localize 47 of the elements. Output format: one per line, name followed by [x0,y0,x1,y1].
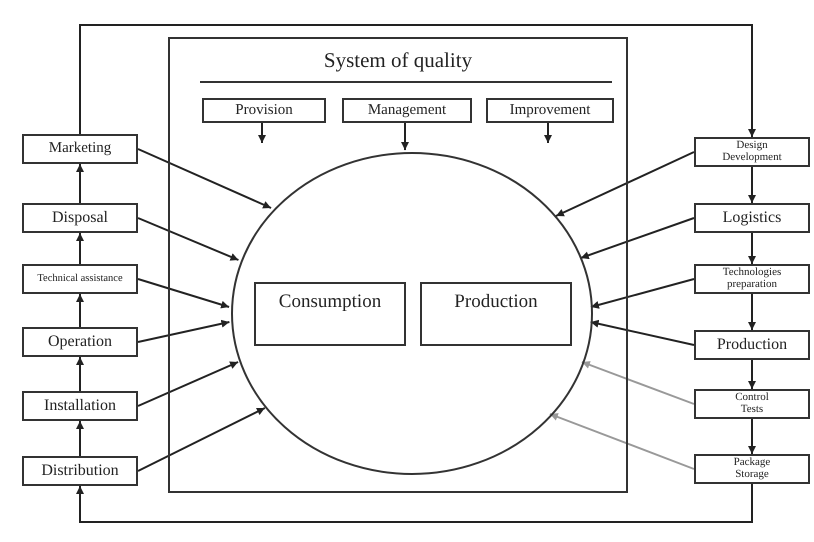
arrow [76,484,753,523]
process-box: Provision [202,98,326,123]
frame-heading: System of quality [322,49,474,72]
arrow [138,361,238,407]
process-box: Technical assistance [22,264,138,294]
arrow [748,360,756,389]
arrow [748,419,756,454]
process-box: Improvement [486,98,614,123]
process-box: Logistics [694,203,810,233]
arrow [79,24,756,137]
arrow [401,121,409,150]
process-box: Operation [22,327,138,357]
arrow [258,121,266,143]
process-box: Management [342,98,472,123]
process-box: Installation [22,391,138,421]
arrow [76,164,84,203]
arrow [138,217,239,261]
arrow [748,294,756,330]
arrow [76,357,84,391]
arrow [556,151,694,217]
process-box: Control Tests [694,389,810,419]
arrow [550,413,694,470]
arrow [748,167,756,203]
arrow [138,278,230,308]
arrow [76,421,84,456]
process-box: Marketing [22,134,138,164]
arrow [138,320,230,343]
arrow [76,233,84,264]
arrow [590,278,694,309]
process-box: Design Development [694,137,810,167]
arrow [138,148,272,209]
arrow [138,407,266,472]
process-box: Package Storage [694,454,810,484]
arrow [76,294,84,327]
process-box: Technologies preparation [694,264,810,294]
process-box: Disposal [22,203,138,233]
arrow [748,233,756,264]
arrow [582,361,694,405]
ellipse-shape [231,152,593,475]
arrow [580,217,694,260]
arrow [590,320,694,346]
process-box: Distribution [22,456,138,486]
process-box: Consumption [254,282,406,346]
process-box: Production [420,282,572,346]
arrow [544,121,552,143]
quality-system-frame [168,37,628,493]
process-box: Production [694,330,810,360]
